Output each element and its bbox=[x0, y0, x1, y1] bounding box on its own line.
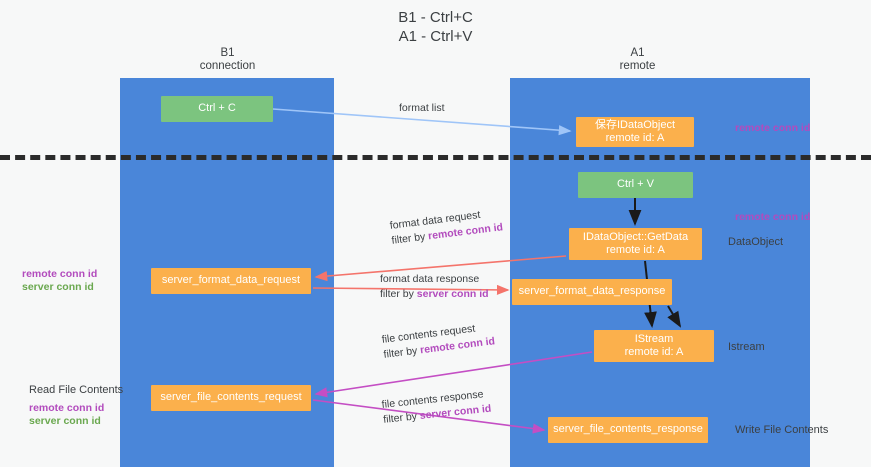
title-line-1: B1 - Ctrl+C bbox=[398, 9, 473, 26]
node-save-idataobject-sublabel: remote id: A bbox=[605, 132, 665, 144]
edge-format-data-request bbox=[314, 255, 567, 282]
edge-label-format-data-response: format data response filter by server co… bbox=[380, 272, 489, 302]
edge-label-format-data-response-title: format data response bbox=[380, 273, 480, 285]
edge-label-format-list-text: format list bbox=[399, 102, 445, 114]
lane-a1-subtitle: remote bbox=[619, 60, 656, 72]
node-server-format-data-response-label: server_format_data_response bbox=[518, 285, 666, 298]
edge-file-contents-response bbox=[312, 399, 546, 434]
annotation-remote-conn-id-top: remote conn id bbox=[735, 122, 811, 134]
node-getdata-sublabel: remote id: A bbox=[606, 244, 665, 256]
title-line-2: A1 - Ctrl+V bbox=[398, 28, 473, 45]
node-server-file-contents-request-label: server_file_contents_request bbox=[160, 391, 302, 404]
edge-response-istream bbox=[667, 305, 682, 328]
node-istream-label: IStream bbox=[634, 332, 674, 345]
lane-header-a1: A1 remote bbox=[560, 47, 715, 73]
filter-prefix: filter by bbox=[382, 410, 421, 426]
annotation-remote-conn-id-mid: remote conn id bbox=[735, 211, 811, 223]
node-ctrl-c[interactable]: Ctrl + C bbox=[161, 96, 273, 122]
node-idataobject-getdata[interactable]: IDataObject::GetData remote id: A bbox=[569, 228, 702, 260]
edge-label-format-data-response-filter: filter by server conn id bbox=[380, 287, 489, 302]
edge-label-format-list: format list bbox=[399, 101, 445, 116]
annotation-left-remote-conn-id-1: remote conn id bbox=[22, 268, 98, 280]
node-server-file-contents-request[interactable]: server_file_contents_request bbox=[151, 385, 311, 411]
annotation-left-server-conn-id-1: server conn id bbox=[22, 281, 94, 293]
lane-b1-name: B1 bbox=[220, 47, 235, 59]
lane-b1-subtitle: connection bbox=[199, 60, 256, 72]
edge-file-contents-request bbox=[314, 351, 593, 398]
filter-prefix: filter by bbox=[380, 288, 417, 300]
annotation-left-conn-ids-top: remote conn id server conn id bbox=[22, 268, 97, 294]
node-istream[interactable]: IStream remote id: A bbox=[594, 330, 714, 362]
node-save-idataobject-label: 保存IDataObject bbox=[594, 118, 676, 131]
annotation-read-file-contents: Read File Contents bbox=[29, 384, 124, 396]
annotation-write-file-contents: Write File Contents bbox=[735, 424, 829, 436]
annotation-left-remote-conn-id-2: remote conn id bbox=[29, 402, 105, 414]
phase-divider bbox=[0, 155, 871, 160]
node-save-idataobject[interactable]: 保存IDataObject remote id: A bbox=[576, 117, 694, 147]
node-server-file-contents-response-label: server_file_contents_response bbox=[553, 423, 703, 436]
node-server-format-data-request-label: server_format_data_request bbox=[161, 274, 301, 287]
annotation-istream: Istream bbox=[728, 341, 765, 353]
lane-header-b1: B1 connection bbox=[150, 47, 305, 73]
node-istream-sublabel: remote id: A bbox=[624, 346, 684, 358]
node-ctrl-v-label: Ctrl + V bbox=[617, 178, 654, 191]
annotation-left-conn-ids-bottom: remote conn id server conn id bbox=[29, 402, 104, 428]
edge-format-data-response bbox=[312, 284, 510, 296]
annotation-dataobject: DataObject bbox=[728, 236, 784, 248]
node-server-file-contents-response[interactable]: server_file_contents_response bbox=[548, 417, 708, 443]
filter-key: server conn id bbox=[416, 288, 489, 300]
node-ctrl-v[interactable]: Ctrl + V bbox=[578, 172, 693, 198]
edge-format-list bbox=[272, 108, 572, 136]
filter-prefix: filter by bbox=[382, 344, 421, 361]
node-ctrl-c-label: Ctrl + C bbox=[198, 102, 236, 115]
annotation-left-server-conn-id-2: server conn id bbox=[29, 415, 101, 427]
lane-a1-name: A1 bbox=[630, 47, 645, 59]
node-getdata-label: IDataObject::GetData bbox=[582, 230, 689, 243]
node-server-format-data-response[interactable]: server_format_data_response bbox=[512, 279, 672, 305]
diagram-title: B1 - Ctrl+C A1 - Ctrl+V bbox=[0, 8, 871, 46]
node-server-format-data-request[interactable]: server_format_data_request bbox=[151, 268, 311, 294]
filter-prefix: filter by bbox=[390, 230, 429, 247]
